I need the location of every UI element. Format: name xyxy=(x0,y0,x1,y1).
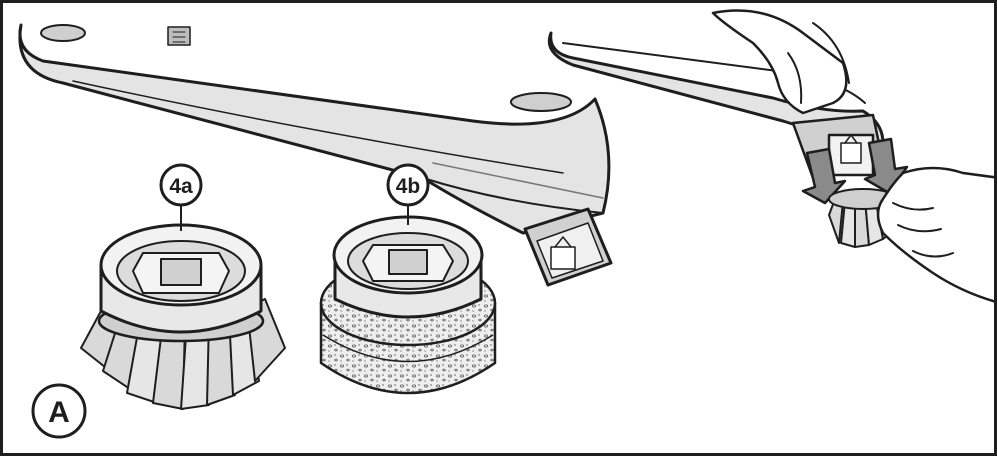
callout-4a: 4a xyxy=(159,163,203,231)
attach-scene xyxy=(547,9,994,303)
panel-label-text: A xyxy=(48,396,70,429)
assembly-illustration: 4a 4b A xyxy=(18,9,994,439)
callout-4b: 4b xyxy=(386,163,430,225)
upper-hand xyxy=(711,9,848,115)
sponge-brush-head xyxy=(319,215,497,395)
power-button xyxy=(510,92,572,112)
bristle-brush-head xyxy=(80,223,286,410)
brush-handle xyxy=(18,23,613,287)
lock-symbol xyxy=(550,246,576,270)
panel-label: A xyxy=(31,383,87,439)
callout-label-4b: 4b xyxy=(396,175,421,198)
callout-label-4a: 4a xyxy=(169,175,193,198)
hanging-hole xyxy=(40,24,86,42)
lower-hand xyxy=(876,166,994,303)
push-arrow-left xyxy=(801,147,847,205)
